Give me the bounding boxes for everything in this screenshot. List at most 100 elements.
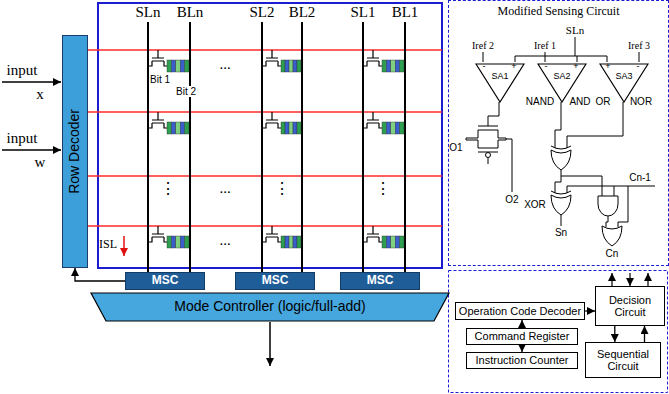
drawing-stroke (88, 225, 442, 227)
drawing-stroke (555, 102, 561, 148)
label-text: SL2 (248, 4, 275, 21)
label-text: ⋮ (160, 180, 176, 198)
mtj-cell (148, 112, 189, 134)
drawing-stroke (171, 236, 175, 248)
node-text: MSC (367, 274, 394, 287)
drawing-stroke (289, 122, 293, 134)
drawing-stroke (285, 236, 289, 248)
drawing-stroke (386, 60, 390, 72)
label-text: ... (219, 180, 230, 197)
signal-arrows (2, 82, 270, 366)
drawing-stroke (180, 60, 184, 72)
label-text: NOR (630, 96, 652, 107)
label-text: Iref 1 (534, 40, 556, 51)
drawing-stroke (281, 60, 285, 72)
drawing-stroke (293, 122, 297, 134)
drawing-stroke (167, 122, 171, 134)
drawing-stroke (289, 236, 293, 248)
connector (75, 268, 125, 281)
drawing-stroke (395, 60, 399, 72)
label-text: + (573, 62, 578, 72)
label-text: OR (596, 96, 611, 107)
decoder-box: Row Decoder (62, 35, 88, 268)
drawing-stroke (488, 158, 489, 164)
label-text: NAND (526, 96, 554, 107)
label-text: O2 (505, 194, 518, 205)
process-box: MSC (125, 272, 205, 290)
mtj-cell (262, 50, 301, 72)
drawing-stroke (466, 126, 506, 138)
node-text: MSC (262, 274, 289, 287)
drawing-stroke (301, 22, 303, 272)
drawing-stroke (602, 226, 622, 246)
label-text: SL1 (349, 4, 376, 21)
drawing-stroke (281, 236, 285, 248)
label-text: Cn-1 (629, 172, 651, 183)
current-arrow (123, 236, 125, 256)
drawing-stroke (382, 122, 386, 134)
drawing-stroke (289, 60, 293, 72)
node-text: Instruction Counter (476, 354, 569, 366)
drawing-stroke (629, 273, 630, 286)
label-text: ISL (99, 238, 117, 251)
label-text: - (483, 62, 486, 72)
drawing-stroke (404, 22, 406, 272)
label-text: w (35, 154, 46, 171)
drawing-stroke (382, 236, 386, 248)
connector (585, 310, 595, 311)
drawing-stroke (293, 236, 297, 248)
label-text: input (7, 130, 38, 147)
label-text: Iref 2 (472, 40, 494, 51)
drawing-stroke (506, 139, 512, 192)
drawing-stroke (147, 22, 149, 272)
mtj-cell (262, 112, 301, 134)
drawing-stroke (148, 112, 167, 128)
node-text: MSC (152, 274, 179, 287)
drawing-stroke (363, 50, 382, 66)
process-box: Operation Code Decoder (455, 302, 585, 320)
label-text: AND (569, 96, 590, 107)
drawing-stroke (88, 49, 442, 51)
drawing-stroke (466, 138, 506, 152)
label-text: - (545, 62, 548, 72)
label-text: SLn (134, 4, 161, 21)
drawing-stroke (598, 196, 618, 216)
label-text: BL1 (391, 4, 420, 21)
mtj-cell (148, 226, 189, 248)
control-arrows (612, 273, 648, 286)
label-text: SLn (566, 24, 584, 36)
connector (521, 345, 522, 352)
drawing-stroke (391, 236, 395, 248)
node-text: SA1 (491, 72, 508, 82)
drawing-stroke (515, 37, 607, 62)
drawing-stroke (483, 52, 639, 62)
label-text: + (605, 62, 610, 72)
drawing-stroke (185, 60, 189, 72)
drawing-stroke (486, 153, 491, 158)
drawing-stroke (395, 122, 399, 134)
mtj-cell (262, 226, 301, 248)
drawing-stroke (262, 50, 281, 66)
node-text: Command Register (475, 330, 570, 342)
drawing-stroke (167, 60, 171, 72)
drawing-stroke (363, 226, 382, 242)
node-text: SA2 (553, 72, 570, 82)
drawing-stroke (297, 60, 301, 72)
array-frame (98, 3, 442, 268)
drawing-stroke (281, 122, 285, 134)
label-text: ... (219, 232, 230, 249)
bit-lines (148, 22, 405, 272)
drawing-stroke (171, 122, 175, 134)
process-box: MSC (340, 272, 420, 290)
word-lines (88, 50, 442, 226)
drawing-stroke (386, 122, 390, 134)
drawing-stroke (400, 60, 404, 72)
drawing-stroke (555, 170, 602, 196)
drawing-stroke (261, 22, 263, 272)
drawing-stroke (362, 22, 364, 272)
connector (521, 320, 522, 328)
node-text: Sequential Circuit (586, 348, 660, 372)
drawing-stroke (391, 60, 395, 72)
memory-cells (148, 50, 404, 248)
